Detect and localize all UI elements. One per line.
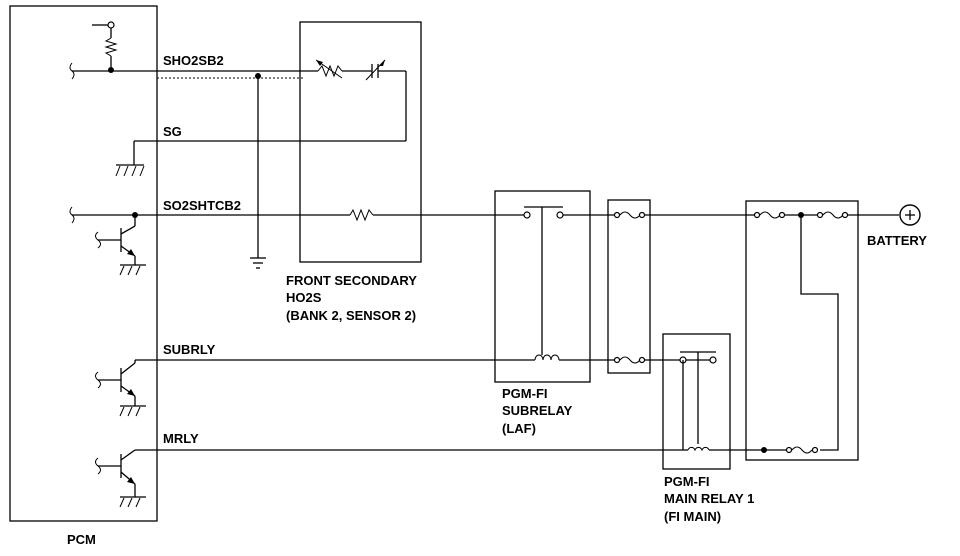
transistor-icon: [95, 360, 146, 417]
ground-icon: [250, 257, 266, 269]
sensor-element-icon: [365, 59, 386, 81]
ho2s-sensor-box: [299, 21, 422, 263]
underhood-fuse-box: [745, 200, 859, 461]
battery-positive-icon: [899, 204, 921, 226]
transistor-icon: [95, 449, 146, 508]
fuse-icon: [785, 446, 819, 454]
resistor-icon: [349, 208, 374, 222]
main-relay-label-line3: (FI MAIN): [664, 509, 721, 524]
pcm-label: PCM: [67, 532, 96, 547]
main-relay-box: [662, 333, 731, 470]
wire-label-so2shtcb2: SO2SHTCB2: [163, 198, 241, 213]
wire-label-sg: SG: [163, 124, 182, 139]
fuse-icon: [613, 211, 646, 219]
relay-switch-icon: [523, 206, 564, 355]
ho2s-label-line1: FRONT SECONDARY: [286, 273, 417, 288]
subrelay-label-line2: SUBRELAY: [502, 403, 573, 418]
subrelay-label-line3: (LAF): [502, 421, 536, 436]
main-relay-label-line2: MAIN RELAY 1: [664, 491, 754, 506]
relay-switch-icon: [679, 351, 717, 444]
chassis-ground-icon: [115, 141, 145, 177]
battery-label: BATTERY: [867, 233, 927, 248]
relay-coil-icon: [534, 354, 560, 361]
ho2s-label-line3: (BANK 2, SENSOR 2): [286, 308, 416, 323]
transistor-icon: [95, 212, 146, 276]
wire-label-sho2sb2: SHO2SB2: [163, 53, 224, 68]
fuse-icon: [613, 356, 646, 364]
subrelay-box: [494, 190, 591, 383]
pcm-box: [9, 5, 158, 522]
fuse-box: [607, 199, 651, 374]
pull-up-resistor-icon: [92, 21, 118, 70]
wire-label-subrly: SUBRLY: [163, 342, 216, 357]
fuse-icon: [753, 211, 786, 219]
wire-label-mrly: MRLY: [163, 431, 199, 446]
internal-line-icon: [69, 62, 135, 224]
main-relay-label-line1: PGM-FI: [664, 474, 710, 489]
relay-coil-icon: [687, 446, 710, 452]
ho2s-label-line2: HO2S: [286, 290, 322, 305]
variable-resistor-icon: [315, 59, 343, 79]
subrelay-label-line1: PGM-FI: [502, 386, 548, 401]
fuse-icon: [816, 211, 849, 219]
